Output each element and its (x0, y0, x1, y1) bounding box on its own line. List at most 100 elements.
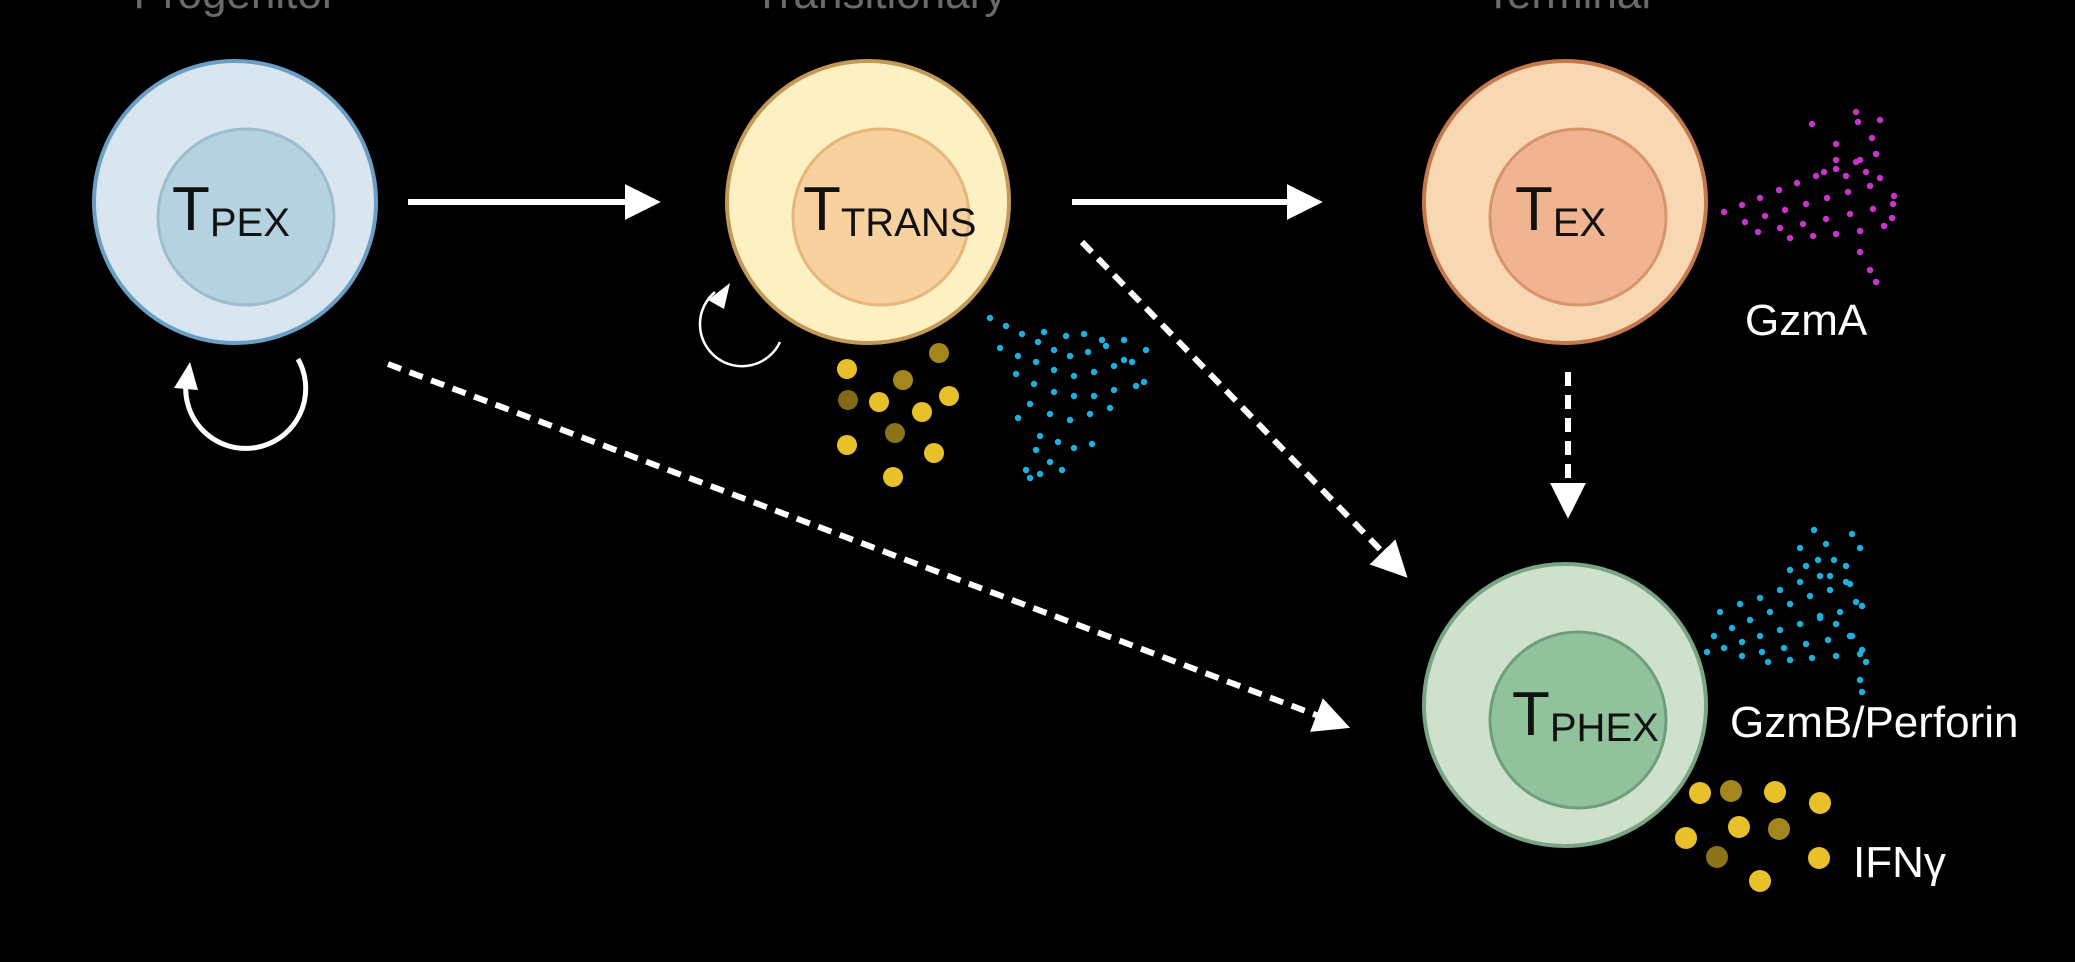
gzma-dot (1869, 205, 1877, 213)
gzma-dot (1856, 227, 1864, 235)
gzmb-dot (1046, 410, 1054, 418)
gzmb-dot (1862, 658, 1870, 666)
ifng-bead (1764, 781, 1786, 803)
cell-ttrans-nucleus (791, 127, 971, 307)
ifng-bead (838, 390, 858, 410)
gzmb-dot (1858, 602, 1866, 610)
gzmb-dot (1796, 620, 1804, 628)
gzmb-dot (1040, 328, 1048, 336)
ifng-bead (883, 467, 903, 487)
ifng-bead (1706, 846, 1728, 868)
gzmb-dot (1710, 632, 1718, 640)
gzmb-dot (1054, 438, 1062, 446)
gzmb-dot (1816, 612, 1824, 620)
gzmb-dot (1066, 416, 1074, 424)
gzmb-dot (1832, 620, 1840, 628)
gzmb-dot (1070, 392, 1078, 400)
cell-ttrans-label: TTRANS (803, 175, 976, 245)
gzmb-dot (1098, 336, 1106, 344)
gzmb-dot (1110, 386, 1118, 394)
gzmb-dot (1858, 646, 1866, 654)
gzma-dot (1846, 210, 1854, 218)
gzmb-dot (1088, 440, 1096, 448)
cell-ttrans: TTRANS (725, 59, 1011, 345)
cell-tex-nucleus (1488, 127, 1668, 307)
self-renewal-loop-ttrans-icon (698, 283, 782, 368)
gzma-dot (1776, 224, 1784, 232)
ifng-bead (1689, 782, 1711, 804)
ifng-bead (837, 359, 857, 379)
gzmb-dot (1826, 586, 1834, 594)
gzmb-perforin-label: GzmB/Perforin (1730, 698, 2019, 747)
gzmb-dot (1736, 600, 1744, 608)
cell-tex-label: TEX (1515, 175, 1606, 245)
gzma-dot (1832, 156, 1840, 164)
gzma-dot (1808, 120, 1816, 128)
gzma-dot (1756, 194, 1764, 202)
ifng-bead (939, 386, 959, 406)
gzmb-dot (1786, 566, 1794, 574)
gzmb-dot (1090, 392, 1098, 400)
ifng-secretion-dots-tphex-icon (1675, 780, 1831, 892)
gzmb-dot (1814, 556, 1822, 564)
gzmb-dot (1780, 644, 1788, 652)
gzmb-dot (1716, 608, 1724, 616)
gzma-dot (1781, 206, 1789, 214)
gzmb-dot (1018, 330, 1026, 338)
gzmb-dot (1808, 654, 1816, 662)
ifng-bead (929, 343, 949, 363)
gzma-dot (1802, 200, 1810, 208)
gzmb-dot (1858, 688, 1866, 696)
cell-tpex: TPEX (92, 59, 378, 345)
dashed-arrow-tpex-to-tphex (386, 361, 1351, 732)
gzmb-dot (1090, 368, 1098, 376)
stage-header-terminal: Terminal (1485, 0, 1651, 18)
gzmb-dot (1036, 470, 1044, 478)
ifng-bead (924, 443, 944, 463)
gzma-dot (1880, 222, 1888, 230)
gzma-dot (1868, 134, 1876, 142)
gzmb-dot (1776, 626, 1784, 634)
gzma-dot (1842, 172, 1850, 180)
dashed-arrow-ttrans-to-tphex (1079, 239, 1408, 578)
gzma-dot (1876, 174, 1884, 182)
ifng-bead (1768, 818, 1790, 840)
gzmb-dot (1070, 444, 1078, 452)
ifng-bead (885, 423, 905, 443)
gzmb-secretion-dots-tphex-icon (1703, 526, 1870, 696)
ifng-label: IFNγ (1853, 838, 1946, 887)
gzma-dot (1852, 108, 1860, 116)
gzmb-dot (1830, 556, 1838, 564)
gzmb-dot (1738, 652, 1746, 660)
gzmb-dot (1012, 370, 1020, 378)
gzmb-dot (1826, 572, 1834, 580)
gzmb-dot (1856, 676, 1864, 684)
gzmb-dot (1806, 592, 1814, 600)
gzmb-dot (1002, 322, 1010, 330)
gzmb-dot (1758, 648, 1766, 656)
gzma-dot (1741, 218, 1749, 226)
ifng-bead (837, 435, 857, 455)
gzma-dot (1820, 168, 1828, 176)
gzmb-dot (1062, 332, 1070, 340)
gzmb-dot (1836, 608, 1844, 616)
gzmb-dot (1050, 366, 1058, 374)
gzma-dot (1872, 150, 1880, 158)
gzmb-dot (1030, 380, 1038, 388)
gzmb-dot (1058, 466, 1066, 474)
gzmb-dot (1022, 466, 1030, 474)
gzma-dot (1775, 186, 1783, 194)
gzmb-dot (1110, 362, 1118, 370)
gzmb-dot (1756, 632, 1764, 640)
gzmb-dot (1816, 572, 1824, 580)
ifng-secretion-dots-ttrans-icon (837, 343, 959, 487)
gzma-dot (1822, 215, 1830, 223)
gzmb-dot (1014, 414, 1022, 422)
gzmb-dot (1036, 432, 1044, 440)
gzmb-dot (1014, 352, 1022, 360)
gzma-dot (1799, 220, 1807, 228)
stage-header-transitionary: Transitionary (754, 0, 1007, 18)
gzmb-dot (1738, 638, 1746, 646)
